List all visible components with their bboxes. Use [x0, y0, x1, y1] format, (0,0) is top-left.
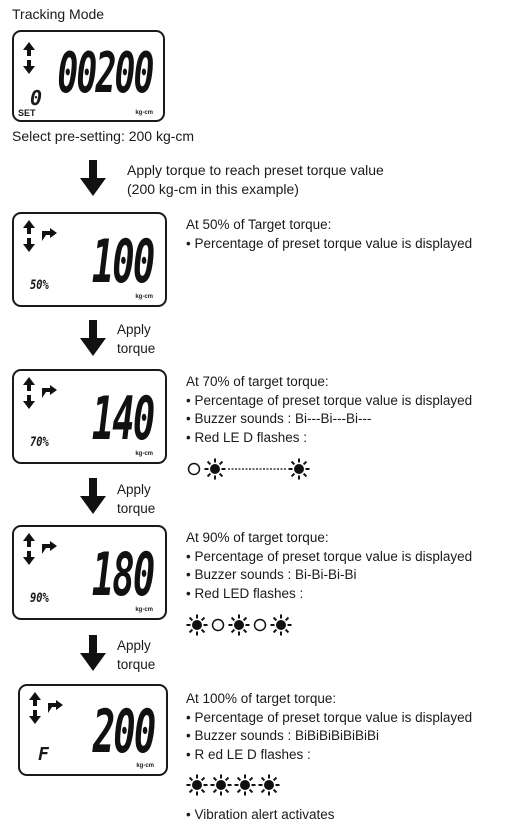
unit-label: kg-cm [136, 763, 154, 769]
stage-70-notes: At 70% of target torque: • Percentage of… [186, 373, 472, 447]
stage-bullet: • Percentage of preset torque value is d… [186, 548, 473, 564]
stage-bullet: • Red LED flashes : [186, 585, 304, 601]
apply-label-line1: Apply [117, 322, 151, 337]
stage-heading: At 100% of target torque: [186, 691, 337, 706]
preset-lcd-display: 00200 0 SET kg-cm [12, 30, 165, 122]
led-on-icon [210, 774, 232, 796]
stage-bullet: • Buzzer sounds : Bi---Bi---Bi--- [186, 411, 372, 426]
apply-label-line1: Apply [117, 638, 151, 653]
up-down-arrow-icon [23, 220, 35, 252]
apply-torque-label: Apply torque [117, 320, 155, 358]
stage-bullet: • Percentage of preset torque value is d… [186, 709, 473, 725]
down-arrow-icon [80, 160, 106, 196]
led-on-icon [234, 774, 256, 796]
stage-100-notes: At 100% of target torque: • Percentage o… [186, 690, 472, 764]
set-label: SET [18, 108, 36, 118]
stage-50-notes: At 50% of Target torque: • Percentage of… [186, 216, 472, 253]
down-arrow-icon [80, 478, 106, 514]
wrench-direction-icon [48, 700, 63, 713]
vibration-note: • Vibration alert activates [186, 807, 335, 822]
led-off-icon [187, 462, 201, 476]
unit-label: kg-cm [135, 294, 153, 300]
up-down-arrow-icon [29, 692, 41, 724]
apply-label-line2: torque [117, 657, 156, 672]
wrench-direction-icon [42, 228, 57, 241]
instruction-text: Apply torque to reach preset torque valu… [127, 161, 384, 199]
unit-label: kg-cm [135, 451, 153, 457]
stage-value: 180 [91, 540, 154, 610]
apply-torque-label: Apply torque [117, 480, 155, 518]
wrench-direction-icon [42, 385, 57, 398]
mode-title: Tracking Mode [12, 6, 105, 22]
up-down-arrow-icon [23, 533, 35, 565]
unit-label: kg-cm [135, 607, 153, 613]
stage-bullet: • Buzzer sounds : Bi-Bi-Bi-Bi [186, 567, 357, 582]
led-on-icon [258, 774, 280, 796]
up-down-arrow-icon [23, 42, 35, 74]
stage-100-lcd: 200 F kg-cm [18, 684, 168, 776]
stage-heading: At 90% of target torque: [186, 530, 329, 545]
stage-bullet: • Percentage of preset torque value is d… [186, 392, 473, 408]
stage-percent: 70% [30, 435, 49, 450]
led-pattern-90 [186, 614, 294, 636]
apply-label-line2: torque [117, 501, 156, 516]
stage-value: 100 [91, 227, 154, 297]
led-on-icon [186, 774, 208, 796]
led-on-icon [228, 614, 250, 636]
stage-value: 200 [92, 697, 155, 767]
unit-label: kg-cm [135, 110, 153, 116]
stage-heading: At 70% of target torque: [186, 374, 329, 389]
stage-bullet: • Red LE D flashes : [186, 429, 308, 445]
preset-caption: Select pre-setting: 200 kg-cm [12, 128, 195, 144]
stage-bullet: • Buzzer sounds : BiBiBiBiBiBiBi [186, 728, 380, 743]
stage-percent: 50% [30, 278, 49, 293]
stage-90-notes: At 90% of target torque: • Percentage of… [186, 529, 472, 603]
stage-value: 140 [91, 384, 154, 454]
preset-zero: 0 [30, 86, 43, 110]
led-pattern-70 [186, 458, 312, 480]
apply-torque-label: Apply torque [117, 636, 155, 674]
stage-percent: F [38, 744, 49, 765]
up-down-arrow-icon [23, 377, 35, 409]
instruction-line1: Apply torque to reach preset torque valu… [127, 162, 384, 178]
wrench-direction-icon [42, 541, 57, 554]
led-off-icon [211, 618, 225, 632]
apply-label-line2: torque [117, 341, 156, 356]
led-on-icon [186, 614, 208, 636]
stage-bullet: • R ed LE D flashes : [186, 746, 311, 762]
instruction-line2: (200 kg-cm in this example) [127, 181, 299, 197]
led-off-icon [253, 618, 267, 632]
down-arrow-icon [80, 635, 106, 671]
stage-90-lcd: 180 90% kg-cm [12, 525, 167, 620]
stage-50-lcd: 100 50% kg-cm [12, 212, 167, 307]
preset-value: 00200 [57, 41, 155, 106]
stage-heading: At 50% of Target torque: [186, 217, 332, 232]
led-on-icon [288, 458, 310, 480]
led-pattern-100 [186, 774, 282, 796]
down-arrow-icon [80, 320, 106, 356]
led-on-icon [270, 614, 292, 636]
stage-70-lcd: 140 70% kg-cm [12, 369, 167, 464]
led-on-icon [204, 458, 226, 480]
apply-label-line1: Apply [117, 482, 151, 497]
led-interval-dash [228, 468, 286, 470]
stage-bullet: • Percentage of preset torque value is d… [186, 235, 473, 251]
stage-percent: 90% [30, 591, 49, 606]
